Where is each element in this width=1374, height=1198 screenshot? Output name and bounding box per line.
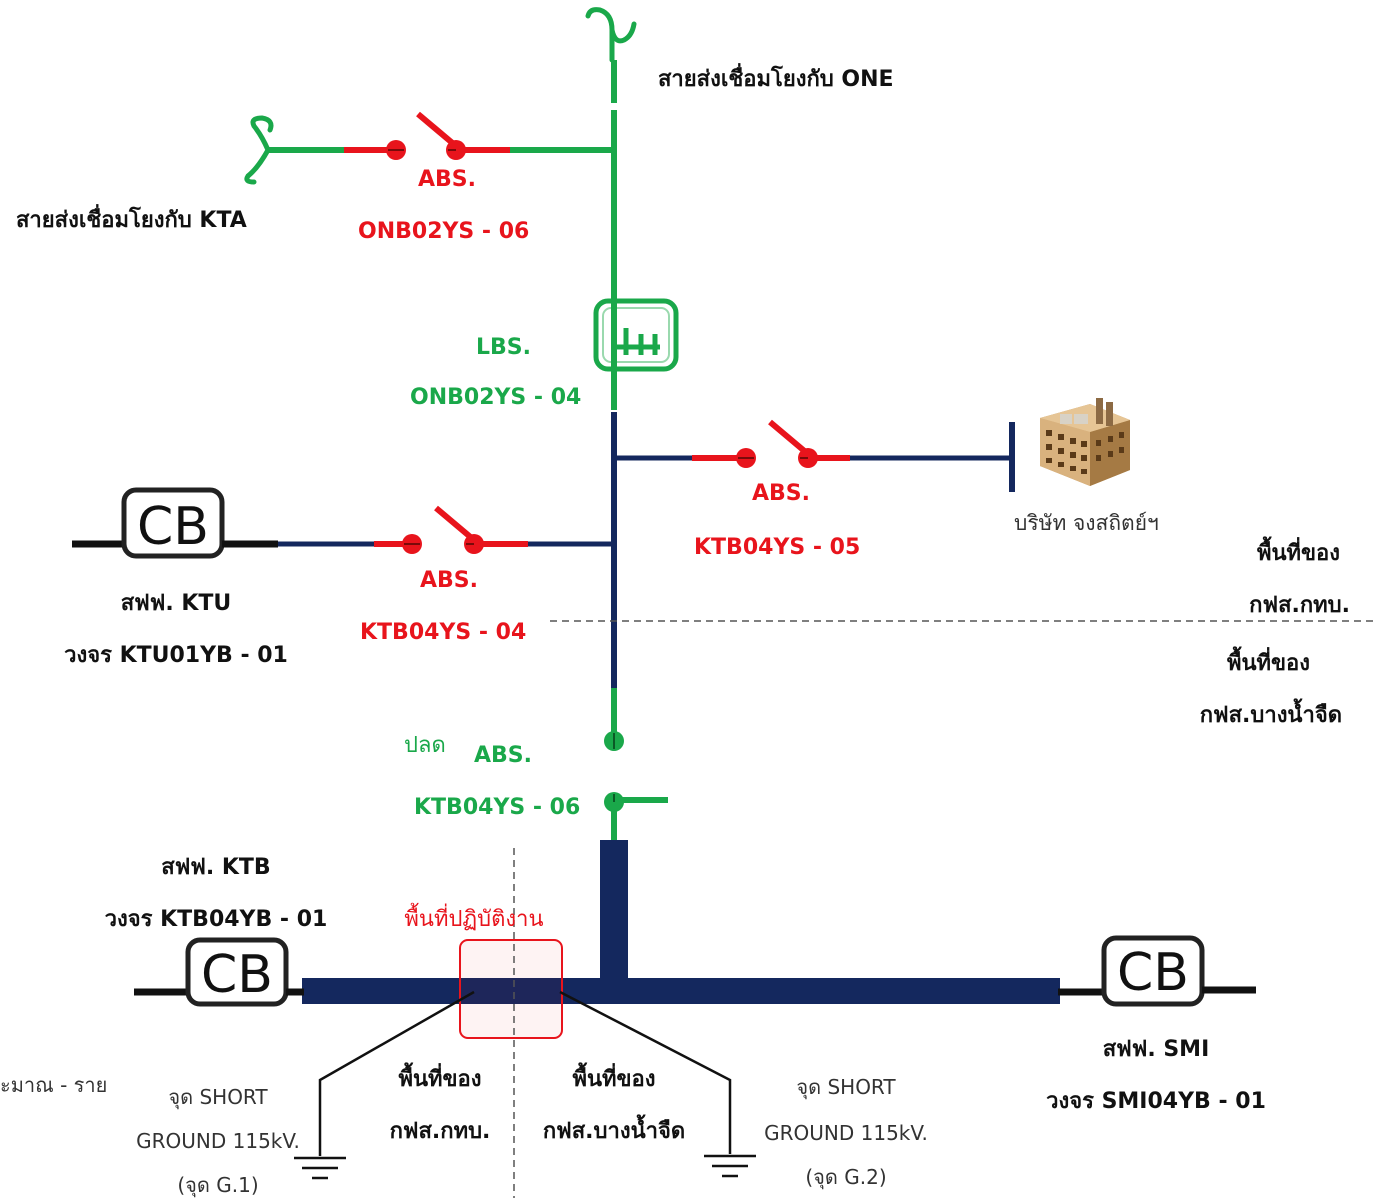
ktu-circuit-label: วงจร KTU01YB - 01	[64, 643, 288, 668]
cb-smi-label: CB	[1117, 943, 1189, 1003]
lbs-id-label: ONB02YS - 04	[410, 385, 581, 410]
ground-g1-icon	[294, 990, 475, 1180]
area-ktb-label-2: กฟส.กทบ.	[390, 1119, 491, 1144]
cb-smi-icon: CB	[1058, 935, 1256, 1007]
area-top-label-1: พื้นที่ของ	[1257, 536, 1340, 566]
bus-tap-vertical	[600, 840, 628, 980]
left-edge-text: ะมาณ - ราย	[0, 1073, 107, 1097]
ground-g2-label-2: GROUND 115kV.	[764, 1121, 928, 1145]
ktu-station-label: สฟฟ. KTU	[121, 591, 232, 616]
ktb-station-label: สฟฟ. KTB	[161, 855, 270, 880]
area-top-label-2: กฟส.กทบ.	[1249, 593, 1350, 618]
bus-115kv	[302, 978, 1060, 1004]
ground-g1-label-1: จุด SHORT	[168, 1085, 268, 1110]
ground-g1-label-2: GROUND 115kV.	[136, 1129, 300, 1153]
smi-circuit-label: วงจร SMI04YB - 01	[1046, 1089, 1266, 1114]
kta-line-label: สายส่งเชื่อมโยงกับ KTA	[16, 203, 247, 233]
abs-ktb04ys-06-id-label: KTB04YS - 06	[414, 795, 580, 820]
abs-ktb04ys-04-id-label: KTB04YS - 04	[360, 620, 526, 645]
abs-ktb04ys-05-type-label: ABS.	[752, 481, 810, 506]
factory-icon	[1040, 398, 1130, 486]
ground-g2-label-3: (จุด G.2)	[805, 1165, 886, 1190]
cb-ktb-label: CB	[201, 945, 273, 1005]
abs-ktb04ys-06-switch	[604, 731, 668, 812]
abs-onb02ys-06-type-label: ABS.	[418, 167, 476, 192]
lbs-switch-icon	[593, 290, 679, 410]
factory-label: บริษัท จงสถิตย์ฯ	[1014, 511, 1159, 535]
abs-ktb04ys-06-state-label: ปลด	[404, 733, 446, 758]
cb-ktb-icon: CB	[134, 937, 304, 1007]
abs-onb02ys-06-id-label: ONB02YS - 06	[358, 219, 529, 244]
work-area-label: พื้นที่ปฏิบัติงาน	[404, 903, 543, 932]
abs-ktb04ys-04-switch	[402, 505, 484, 554]
area-bnj-label-1: พื้นที่ของ	[572, 1062, 655, 1092]
area-ktb-label-1: พื้นที่ของ	[398, 1062, 481, 1092]
smi-station-label: สฟฟ. SMI	[1103, 1037, 1210, 1062]
ground-g1-label-3: (จุด G.1)	[177, 1173, 258, 1198]
ground-g2-label-1: จุด SHORT	[796, 1075, 896, 1100]
abs-onb02ys-06-switch	[386, 111, 466, 160]
cb-ktu-label: CB	[137, 497, 209, 557]
ground-g2-icon	[559, 990, 756, 1178]
lbs-type-label: LBS.	[476, 335, 531, 360]
abs-ktb04ys-05-id-label: KTB04YS - 05	[694, 535, 860, 560]
work-area-box	[459, 939, 563, 1039]
area-bottom-label-2: กฟส.บางน้ำจืด	[1200, 698, 1342, 728]
abs-ktb04ys-05-switch	[736, 419, 818, 468]
cb-ktu-icon: CB	[72, 487, 278, 559]
area-bottom-label-1: พื้นที่ของ	[1227, 646, 1310, 676]
one-line-end-icon	[585, 7, 637, 63]
area-bnj-label-2: กฟส.บางน้ำจืด	[543, 1114, 685, 1144]
one-line-label: สายส่งเชื่อมโยงกับ ONE	[658, 62, 894, 92]
ktb-circuit-label: วงจร KTB04YB - 01	[105, 907, 328, 932]
abs-ktb04ys-04-type-label: ABS.	[420, 568, 478, 593]
kta-line-end-icon	[244, 115, 274, 185]
abs-ktb04ys-06-type-label: ABS.	[474, 743, 532, 768]
